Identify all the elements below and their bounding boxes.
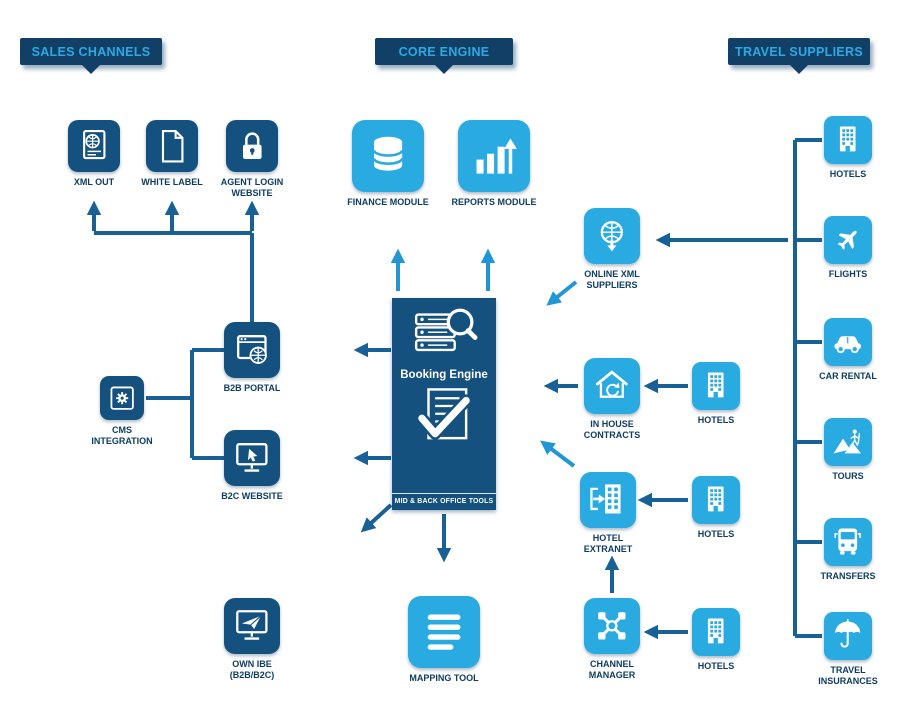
hotels-node-3: HOTELS bbox=[679, 608, 753, 672]
blank-document-icon bbox=[146, 120, 198, 172]
agent-login-website-node: AGENT LOGIN WEBSITE bbox=[215, 120, 289, 199]
bus-icon bbox=[824, 518, 872, 566]
banner-label: CORE ENGINE bbox=[398, 44, 490, 59]
node-label: TOURS bbox=[832, 471, 864, 481]
house-refresh-icon bbox=[584, 358, 640, 414]
network-x-icon bbox=[584, 598, 640, 654]
car-rental-node: CAR RENTAL bbox=[811, 318, 885, 382]
building-windows-icon bbox=[692, 476, 740, 524]
padlock-icon bbox=[226, 120, 278, 172]
transfers-node: TRANSFERS bbox=[811, 518, 885, 582]
checklist-icon bbox=[415, 388, 473, 440]
car-icon bbox=[824, 318, 872, 366]
white-label-node: WHITE LABEL bbox=[135, 120, 209, 188]
list-lines-icon bbox=[408, 596, 480, 668]
bar-chart-icon bbox=[458, 120, 530, 192]
section-banner-core-engine: CORE ENGINE bbox=[375, 38, 513, 74]
node-label: XML OUT bbox=[73, 177, 115, 187]
globe-download-icon bbox=[584, 208, 640, 264]
node-label: ONLINE XML SUPPLIERS bbox=[584, 269, 640, 290]
banner-notch bbox=[435, 65, 453, 74]
hotels-node-2: HOTELS bbox=[679, 476, 753, 540]
node-label: HOTELS bbox=[697, 661, 735, 671]
building-windows-icon bbox=[824, 116, 872, 164]
database-icon bbox=[352, 120, 424, 192]
node-label: IN HOUSE CONTRACTS bbox=[583, 419, 641, 440]
booking-engine-subtitle: MID & BACK OFFICE TOOLS bbox=[392, 493, 496, 510]
node-label: AGENT LOGIN WEBSITE bbox=[220, 177, 284, 198]
node-label: CMS INTEGRATION bbox=[91, 425, 153, 446]
in-house-contracts-node: IN HOUSE CONTRACTS bbox=[575, 358, 649, 441]
building-windows-icon bbox=[692, 362, 740, 410]
airplane-icon bbox=[824, 216, 872, 264]
server-search-icon bbox=[414, 308, 478, 352]
node-label: WHITE LABEL bbox=[141, 177, 203, 187]
reports-module-node: REPORTS MODULE bbox=[439, 120, 549, 208]
banner-label: SALES CHANNELS bbox=[31, 44, 151, 59]
xml-out-node: XML OUT bbox=[57, 120, 131, 188]
own-ibe-node: OWN IBE (B2B/B2C) bbox=[215, 598, 289, 681]
building-arrow-icon bbox=[580, 472, 636, 528]
document-globe-icon bbox=[68, 120, 120, 172]
node-label: REPORTS MODULE bbox=[451, 197, 537, 207]
node-label: CHANNEL MANAGER bbox=[588, 659, 636, 680]
travel-insurances-node: TRAVEL INSURANCES bbox=[811, 612, 885, 687]
booking-engine-title: Booking Engine bbox=[400, 369, 488, 381]
node-label: CAR RENTAL bbox=[819, 371, 877, 381]
node-label: TRAVEL INSURANCES bbox=[818, 665, 878, 686]
finance-module-node: FINANCE MODULE bbox=[333, 120, 443, 208]
gear-box-icon bbox=[100, 376, 144, 420]
booking-engine-node: Booking Engine MID & BACK OFFICE TOOLS bbox=[392, 298, 496, 510]
banner-notch bbox=[82, 65, 100, 74]
node-label: MAPPING TOOL bbox=[409, 673, 479, 683]
hotels-supplier-node: HOTELS bbox=[811, 116, 885, 180]
umbrella-icon bbox=[824, 612, 872, 660]
cms-integration-node: CMS INTEGRATION bbox=[85, 376, 159, 447]
node-label: FLIGHTS bbox=[828, 269, 868, 279]
section-banner-travel-suppliers: TRAVEL SUPPLIERS bbox=[728, 38, 870, 74]
node-label: HOTELS bbox=[697, 529, 735, 539]
building-windows-icon bbox=[692, 608, 740, 656]
b2b-portal-node: B2B PORTAL bbox=[215, 322, 289, 394]
banner-notch bbox=[790, 65, 808, 74]
node-label: HOTELS bbox=[697, 415, 735, 425]
mountains-hiker-icon bbox=[824, 418, 872, 466]
browser-globe-icon bbox=[224, 322, 280, 378]
node-label: HOTEL EXTRANET bbox=[583, 533, 633, 554]
node-label: B2B PORTAL bbox=[223, 383, 281, 393]
node-label: TRANSFERS bbox=[820, 571, 876, 581]
tours-node: TOURS bbox=[811, 418, 885, 482]
mapping-tool-node: MAPPING TOOL bbox=[389, 596, 499, 684]
section-banner-sales-channels: SALES CHANNELS bbox=[20, 38, 162, 74]
flights-node: FLIGHTS bbox=[811, 216, 885, 280]
node-label: OWN IBE (B2B/B2C) bbox=[229, 659, 275, 680]
monitor-plane-icon bbox=[224, 598, 280, 654]
monitor-cursor-icon bbox=[224, 430, 280, 486]
b2c-website-node: B2C WEBSITE bbox=[215, 430, 289, 502]
node-label: B2C WEBSITE bbox=[221, 491, 283, 501]
online-xml-suppliers-node: ONLINE XML SUPPLIERS bbox=[575, 208, 649, 291]
node-label: FINANCE MODULE bbox=[347, 197, 429, 207]
channel-manager-node: CHANNEL MANAGER bbox=[575, 598, 649, 681]
banner-label: TRAVEL SUPPLIERS bbox=[735, 44, 863, 59]
hotels-node-1: HOTELS bbox=[679, 362, 753, 426]
hotel-extranet-node: HOTEL EXTRANET bbox=[571, 472, 645, 555]
node-label: HOTELS bbox=[829, 169, 867, 179]
